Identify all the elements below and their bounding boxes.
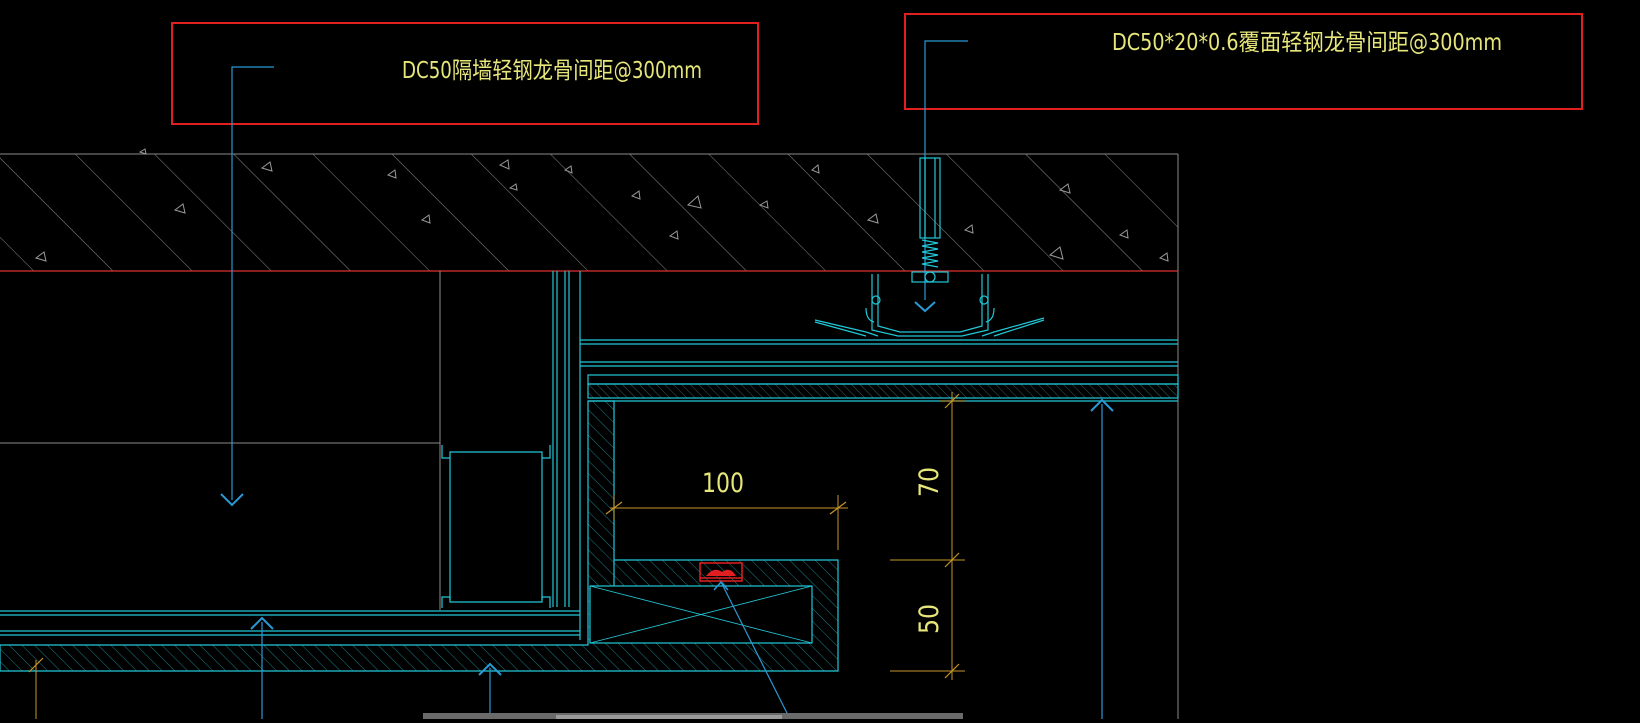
up-arrow-icon: [1090, 398, 1114, 412]
right-annotation: DC50*20*0.6覆面轻钢龙骨间距@300mm: [904, 13, 1583, 313]
partition-wall: [0, 271, 441, 610]
left-leader-arrow-icon: [220, 493, 244, 507]
dimension-100: 100: [605, 468, 848, 550]
up-leaders: [250, 398, 1114, 719]
dimension-50-label: 50: [914, 604, 945, 634]
right-highlight-box: [904, 13, 1583, 110]
hanger-assembly: [814, 157, 1045, 337]
ceiling-boards: [580, 339, 1179, 402]
dimension-100-label: 100: [702, 468, 744, 499]
up-arrow-icon: [250, 616, 274, 630]
right-leader-arrow-icon: [914, 301, 936, 313]
right-annotation-label: DC50*20*0.6覆面轻钢龙骨间距@300mm: [1112, 30, 1502, 56]
led-strip-component: [699, 562, 791, 720]
left-highlight-box: [171, 22, 759, 125]
partition-studs: [0, 271, 581, 640]
left-annotation: DC50隔墙轻钢龙骨间距@300mm: [171, 22, 759, 507]
concrete-slab: [0, 148, 1179, 719]
up-arrow-icon: [478, 662, 502, 676]
dimension-70-label: 70: [914, 467, 945, 497]
left-dimension-stub: [28, 657, 44, 719]
left-annotation-label: DC50隔墙轻钢龙骨间距@300mm: [402, 58, 702, 84]
wood-frame: [0, 400, 839, 672]
dimension-70-50: 70 50: [890, 392, 965, 680]
left-leader-line: [231, 66, 274, 500]
aggregate-marks: [34, 148, 1169, 262]
bottom-scroll-strip: [423, 713, 963, 719]
